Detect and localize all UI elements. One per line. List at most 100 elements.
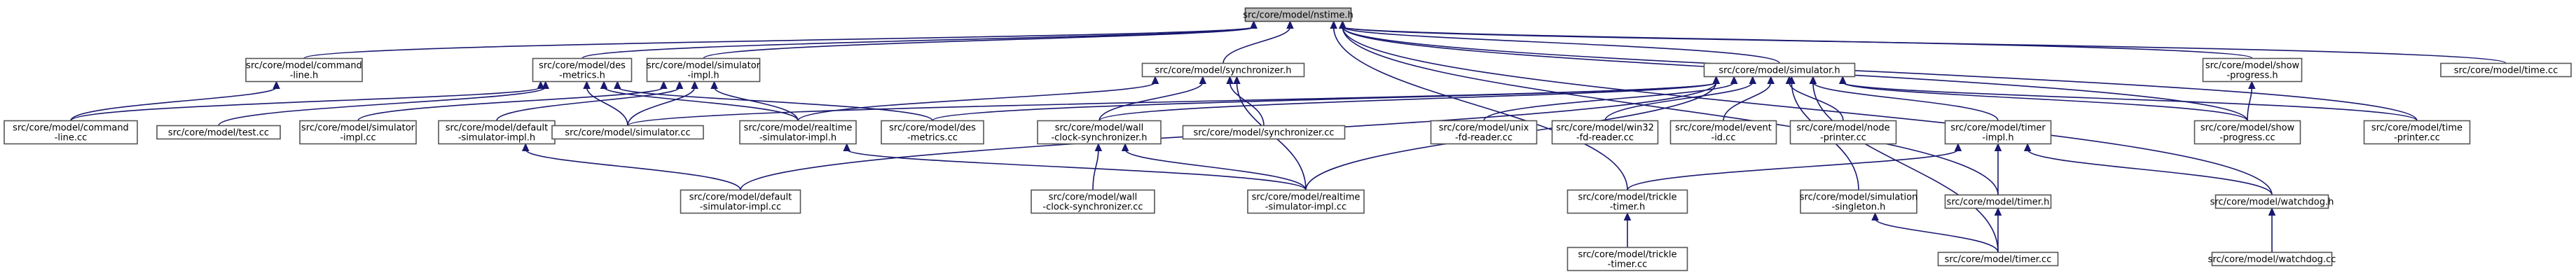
arrowhead-icon — [1994, 143, 2002, 151]
arrowhead-icon — [1121, 143, 1129, 151]
node-timerimpl-h[interactable]: src/core/model/timer-impl.h — [1944, 120, 2052, 145]
node-label: -printer.cc — [1820, 133, 1866, 144]
node-label: src/core/model/trickle — [1578, 250, 1676, 260]
arrowhead-icon — [1994, 207, 2002, 216]
node-label: src/core/model/wall — [1055, 123, 1144, 134]
node-timer-cc[interactable]: src/core/model/timer.cc — [1937, 251, 2059, 267]
node-simimpl-h[interactable]: src/core/model/simulator-impl.h — [646, 57, 761, 83]
edge-line — [797, 81, 1156, 121]
edge-time-printer-cc-to-nstime — [1339, 20, 2418, 121]
node-wallclock-h[interactable]: src/core/model/wall-clock-synchronizer.h — [1037, 120, 1162, 145]
node-label: src/core/model/win32 — [1556, 123, 1654, 134]
node-time-cc[interactable]: src/core/model/time.cc — [2440, 62, 2572, 78]
node-label: src/core/model/watchdog.h — [2210, 197, 2334, 208]
node-win32-fd-cc[interactable]: src/core/model/win32-fd-reader.cc — [1551, 120, 1659, 145]
edge-watchdog-h-to-timerimpl-h — [2023, 143, 2273, 195]
node-box — [551, 125, 704, 140]
node-simsingleton-h[interactable]: src/core/model/simulation-singleton.h — [1800, 189, 1918, 214]
node-box — [2211, 251, 2333, 267]
edge-command-cc-to-des-metrics-h — [70, 80, 545, 122]
node-label: src/core/model/realtime — [744, 123, 853, 134]
node-command-cc[interactable]: src/core/model/command-line.cc — [4, 120, 138, 145]
arrowhead-icon — [1809, 76, 1817, 84]
node-timer-h[interactable]: src/core/model/timer.h — [1944, 194, 2052, 209]
node-simulator-cc[interactable]: src/core/model/simulator.cc — [551, 125, 704, 140]
node-box — [1247, 189, 1365, 214]
arrowhead-icon — [1839, 76, 1847, 84]
node-label: -printer.cc — [2394, 133, 2440, 144]
node-label: src/core/model/default — [446, 123, 549, 134]
node-label: src/core/model/watchdog.cc — [2208, 255, 2336, 265]
node-box — [299, 120, 417, 145]
node-node-printer-cc[interactable]: src/core/model/node-printer.cc — [1789, 120, 1897, 145]
arrowhead-icon — [1954, 143, 1962, 151]
node-synchronizer-cc[interactable]: src/core/model/synchronizer.cc — [1182, 125, 1346, 140]
node-label: src/core/model/command — [246, 61, 362, 71]
node-simulator-h[interactable]: src/core/model/simulator.h — [1703, 62, 1856, 78]
node-synchronizer-h[interactable]: src/core/model/synchronizer.h — [1141, 62, 1305, 78]
node-box — [1944, 120, 2052, 145]
edge-line — [617, 86, 933, 122]
edge-line — [1874, 218, 1999, 253]
node-des-metrics-cc[interactable]: src/core/model/des-metrics.cc — [881, 120, 984, 145]
node-watchdog-cc[interactable]: src/core/model/watchdog.cc — [2208, 251, 2336, 267]
arrowhead-icon — [537, 80, 545, 89]
arrowhead-icon — [521, 143, 530, 151]
node-label: -impl.h — [687, 71, 719, 81]
node-des-metrics-h[interactable]: src/core/model/des-metrics.h — [532, 57, 633, 83]
edge-des-metrics-cc-to-des-metrics-h — [614, 80, 933, 122]
node-simimpl-cc[interactable]: src/core/model/simulator-impl.cc — [299, 120, 417, 145]
edge-des-metrics-h-to-nstime — [581, 20, 1258, 59]
node-rtsimimpl-h[interactable]: src/core/model/realtime-simulator-impl.h — [739, 120, 857, 145]
node-label: -metrics.cc — [907, 133, 958, 144]
edge-simulator-cc-to-des-metrics-h — [583, 80, 628, 126]
node-time-printer-cc[interactable]: src/core/model/time-printer.cc — [2363, 120, 2471, 145]
edge-line — [2247, 87, 2253, 121]
edge-line — [525, 149, 741, 190]
node-box — [245, 57, 363, 83]
node-wallclock-cc[interactable]: src/core/model/wall-clock-synchronizer.c… — [1031, 189, 1155, 214]
node-trickle-cc[interactable]: src/core/model/trickle-timer.cc — [1566, 246, 1688, 272]
node-box — [881, 120, 984, 145]
node-show-progress-h[interactable]: src/core/model/show-progress.h — [2202, 57, 2303, 83]
node-command-h[interactable]: src/core/model/command-line.h — [245, 57, 363, 83]
node-defsimimpl-h[interactable]: src/core/model/default-simulator-impl.h — [438, 120, 556, 145]
node-label: src/core/model/timer — [1950, 123, 2046, 134]
edge-synchronizer-h-to-nstime — [1222, 20, 1294, 64]
arrowhead-icon — [583, 80, 591, 89]
node-watchdog-h[interactable]: src/core/model/watchdog.h — [2210, 194, 2334, 209]
edge-line — [1124, 149, 1307, 190]
node-label: src/core/model/test.cc — [168, 128, 269, 139]
arrowhead-icon — [2023, 143, 2032, 151]
node-unix-fd-cc[interactable]: src/core/model/unix-fd-reader.cc — [1430, 120, 1538, 145]
arrowhead-icon — [1730, 76, 1738, 84]
edge-line — [1342, 27, 1999, 195]
arrowhead-icon — [542, 80, 550, 89]
node-box — [532, 57, 633, 83]
node-box — [2202, 57, 2303, 83]
node-test-cc[interactable]: src/core/model/test.cc — [156, 125, 281, 140]
edge-simulator-cc-to-simulator-h — [627, 76, 1720, 127]
node-box — [1800, 189, 1917, 214]
edge-line — [1342, 26, 2253, 59]
edge-unix-fd-cc-to-simulator-h — [1483, 76, 1738, 121]
arrowhead-icon — [1788, 76, 1796, 84]
node-event-id-cc[interactable]: src/core/model/event-id.cc — [1669, 120, 1777, 145]
arrowhead-icon — [614, 80, 621, 89]
edge-rtsimimpl-h-to-des-metrics-h — [600, 80, 799, 121]
edge-rtsimimpl-cc-to-wallclock-h — [1121, 143, 1307, 190]
node-show-progress-cc[interactable]: src/core/model/show-progress.cc — [2193, 120, 2301, 145]
node-label: src/core/model/des — [539, 61, 626, 71]
edge-timer-h-to-timerimpl-h — [1994, 143, 2002, 195]
node-rtsimimpl-cc[interactable]: src/core/model/realtime-simulator-impl.c… — [1247, 189, 1365, 214]
arrowhead-icon — [1767, 76, 1775, 84]
node-box — [646, 57, 761, 83]
node-trickle-h[interactable]: src/core/model/trickle-timer.h — [1566, 189, 1688, 214]
node-label: -id.cc — [1711, 133, 1736, 144]
node-defsimimpl-cc[interactable]: src/core/model/default-simulator-impl.cc — [680, 189, 801, 214]
edge-timer-cc-to-simsingleton-h — [1871, 212, 1999, 253]
edge-timer-cc-to-simulator-h — [1809, 76, 1999, 253]
node-label: -simulator-impl.cc — [700, 202, 781, 213]
node-label: -line.h — [290, 71, 319, 81]
node-nstime: src/core/model/nstime.h — [1243, 7, 1354, 22]
